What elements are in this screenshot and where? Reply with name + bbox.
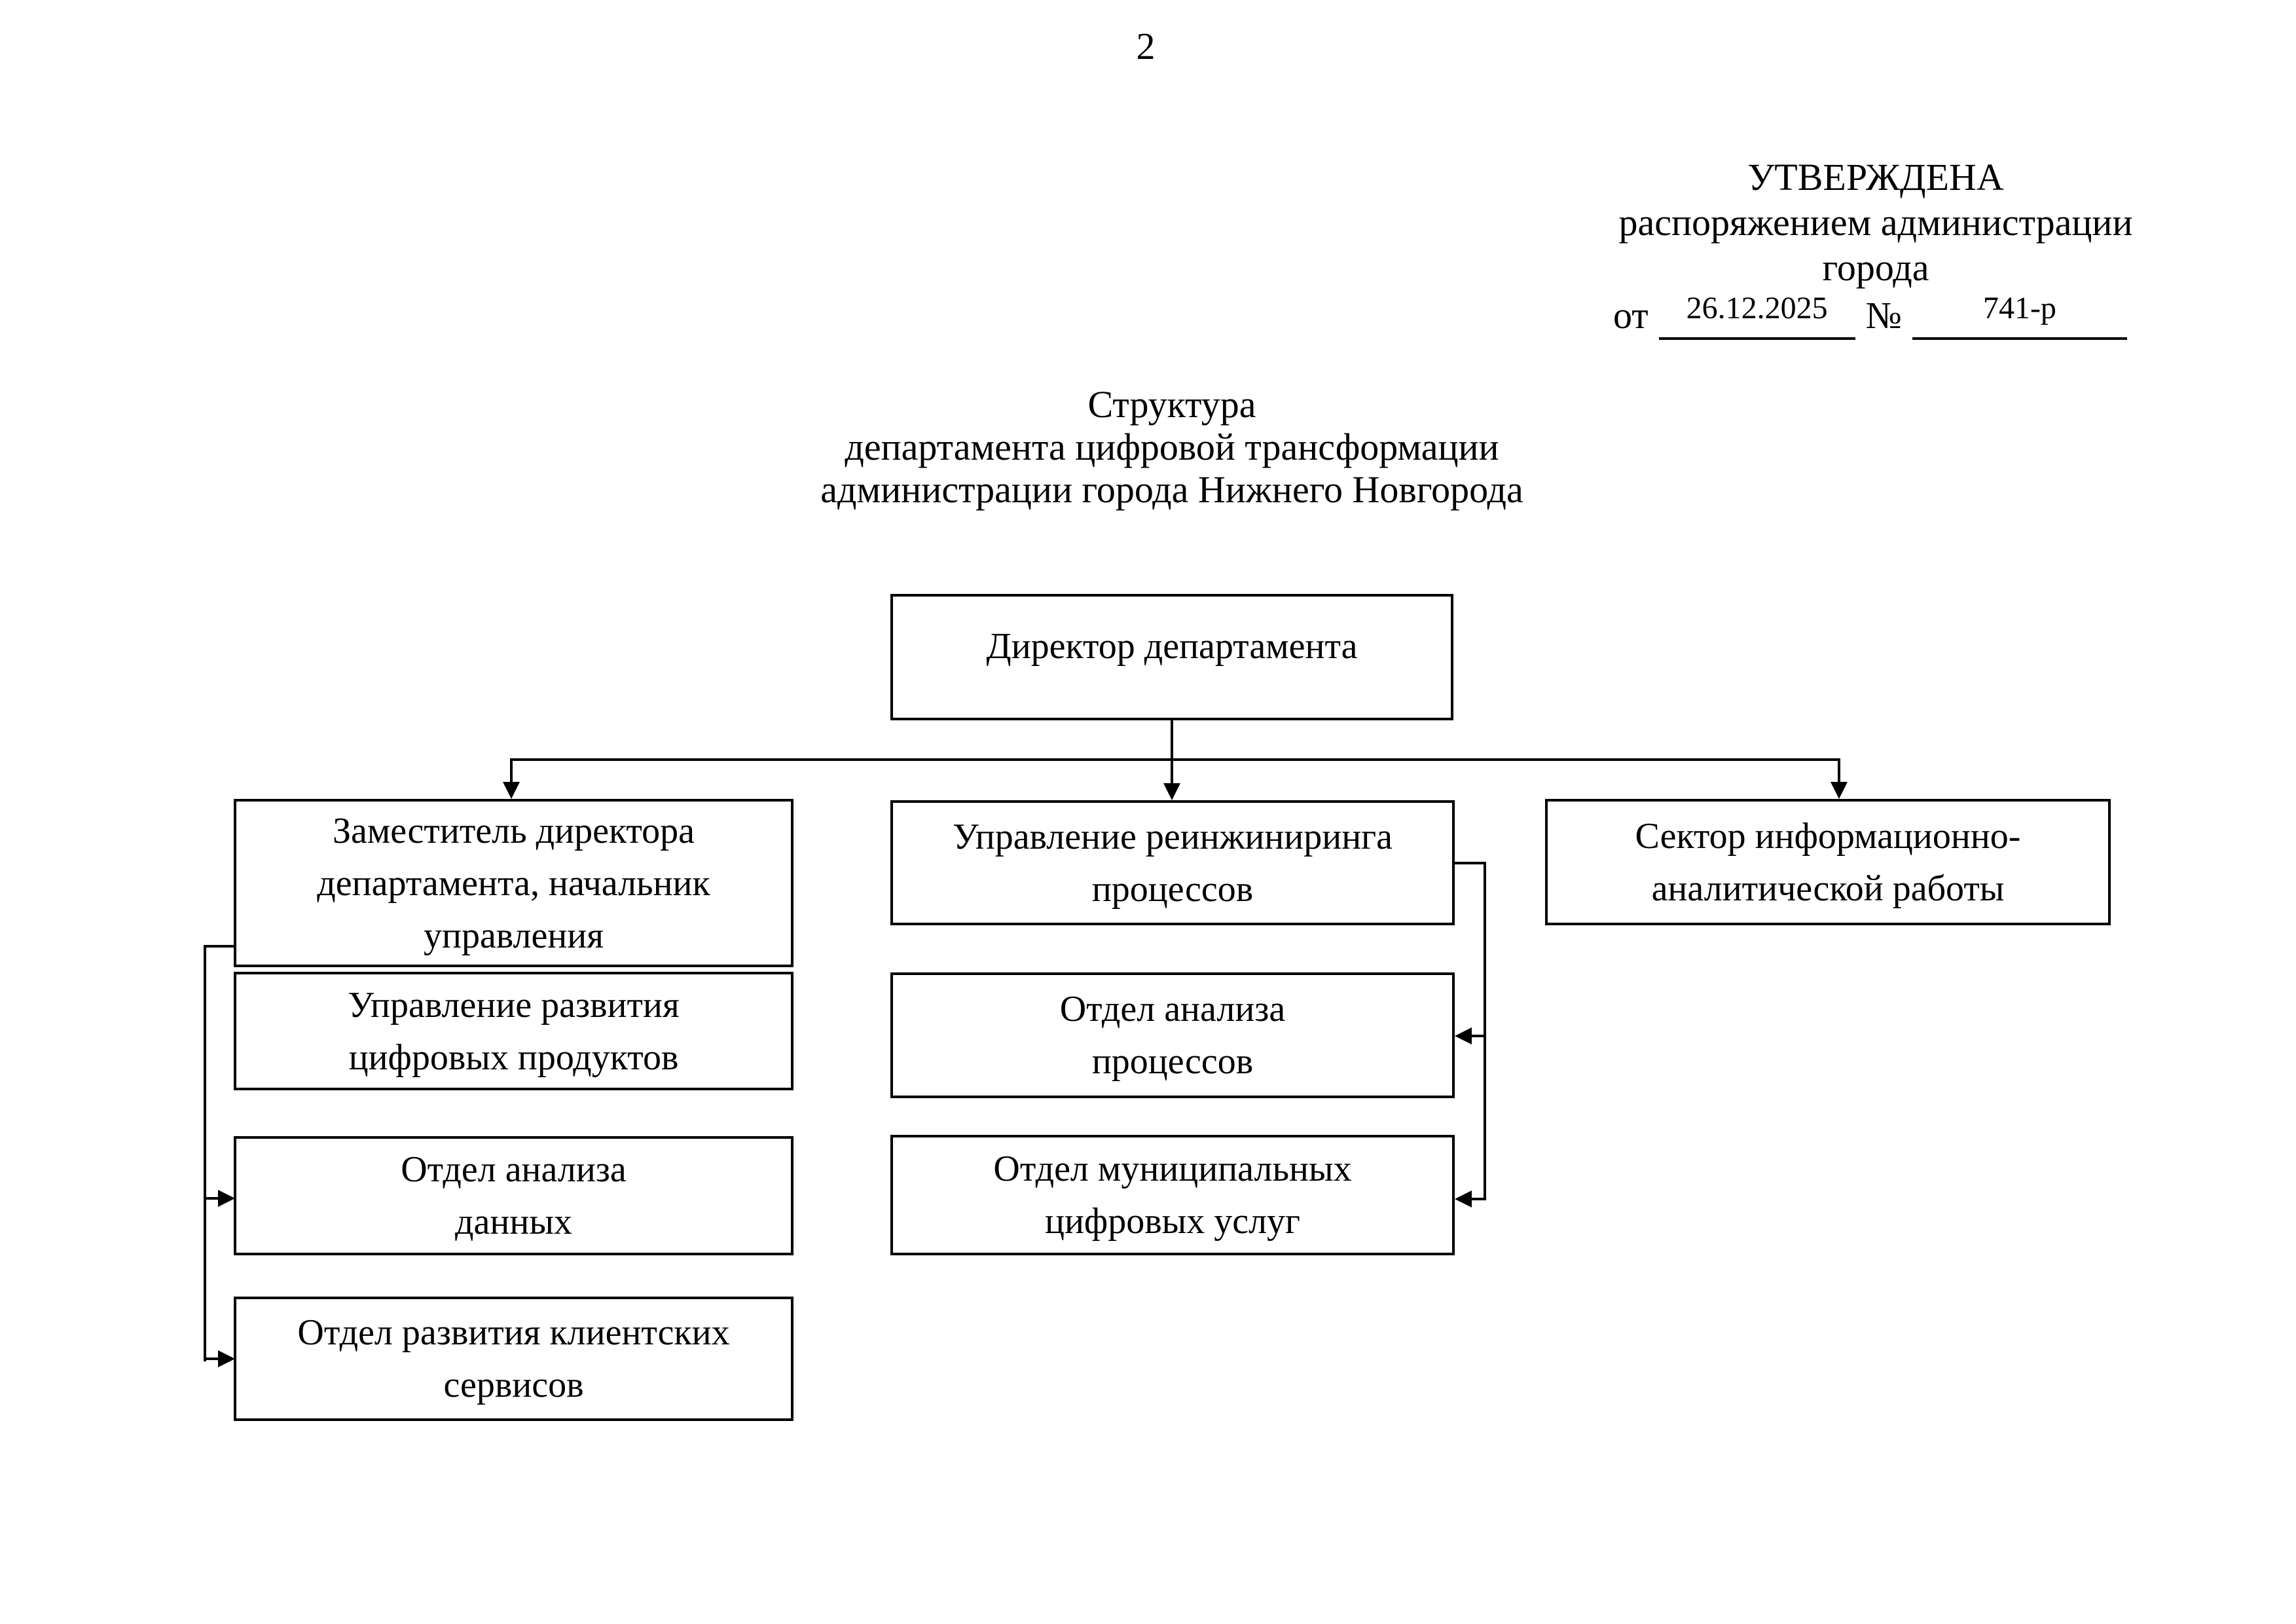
approval-date-value: 26.12.2025 xyxy=(1686,291,1828,325)
org-box-client-services: Отдел развития клиентских сервисов xyxy=(234,1297,793,1421)
approval-number-blank: 741-р xyxy=(1912,293,2127,340)
approval-subtitle: распоряжением администрации города xyxy=(1618,201,2133,289)
org-box-deputy-director: Заместитель директора департамента, нача… xyxy=(234,799,793,967)
org-box-director-label: Директор департамента xyxy=(986,625,1358,667)
connector-horizontal-main xyxy=(510,758,1840,761)
approval-number-value: 741-р xyxy=(1982,291,2056,325)
arrowhead-down-right xyxy=(1831,782,1848,799)
arrowhead-down-middle xyxy=(1163,783,1180,800)
arrowhead-right-data xyxy=(218,1190,235,1207)
arrowhead-left-municipal xyxy=(1455,1190,1472,1208)
org-box-info-analytics: Сектор информационно- аналитической рабо… xyxy=(1545,799,2111,925)
org-box-data-analysis-label: Отдел анализа данных xyxy=(401,1149,627,1242)
connector-left-vertical xyxy=(204,945,206,1361)
connector-arrow-line-data xyxy=(204,1197,221,1200)
connector-reengineering-stub xyxy=(1455,862,1486,864)
arrowhead-down-left xyxy=(503,782,520,799)
org-box-info-analytics-label: Сектор информационно- аналитической рабо… xyxy=(1635,815,2021,909)
approval-from-label: от xyxy=(1613,294,1649,337)
org-box-deputy-director-label: Заместитель директора департамента, нача… xyxy=(317,810,710,956)
org-box-municipal-services: Отдел муниципальных цифровых услуг xyxy=(890,1135,1455,1255)
arrowhead-left-process xyxy=(1455,1027,1472,1044)
org-box-data-analysis: Отдел анализа данных xyxy=(234,1136,793,1255)
org-box-municipal-services-label: Отдел муниципальных цифровых услуг xyxy=(993,1149,1352,1242)
approval-number-sign: № xyxy=(1865,294,1902,337)
connector-arrow-line-municipal xyxy=(1469,1198,1486,1200)
arrowhead-right-client xyxy=(218,1350,235,1367)
org-box-director: Директор департамента xyxy=(890,594,1453,720)
connector-arrow-line-process xyxy=(1469,1035,1486,1037)
org-box-client-services-label: Отдел развития клиентских сервисов xyxy=(297,1312,730,1405)
approval-block: УТВЕРЖДЕНА распоряжением администрации г… xyxy=(1604,155,2147,340)
document-title: Структура департамента цифровой трансфор… xyxy=(820,383,1523,511)
connector-drop-left xyxy=(510,758,513,786)
connector-director-stub xyxy=(1171,719,1173,760)
org-box-digital-products: Управление развития цифровых продуктов xyxy=(234,972,793,1090)
approval-title: УТВЕРЖДЕНА xyxy=(1747,156,2004,198)
org-box-process-analysis: Отдел анализа процессов xyxy=(890,972,1455,1098)
connector-drop-right xyxy=(1838,758,1840,786)
org-box-process-analysis-label: Отдел анализа процессов xyxy=(1059,989,1286,1082)
org-box-digital-products-label: Управление развития цифровых продуктов xyxy=(348,984,680,1078)
connector-arrow-line-client xyxy=(204,1357,221,1360)
page-number: 2 xyxy=(1136,25,1156,67)
org-box-reengineering: Управление реинжиниринга процессов xyxy=(890,800,1455,925)
approval-date-blank: 26.12.2025 xyxy=(1658,291,1855,340)
connector-drop-middle xyxy=(1171,758,1173,786)
connector-middle-vertical xyxy=(1484,862,1486,1200)
connector-deputy-stub xyxy=(204,945,234,948)
org-box-reengineering-label: Управление реинжиниринга процессов xyxy=(953,816,1393,910)
approval-form-line: от 26.12.2025 № 741-р xyxy=(1604,293,2147,340)
